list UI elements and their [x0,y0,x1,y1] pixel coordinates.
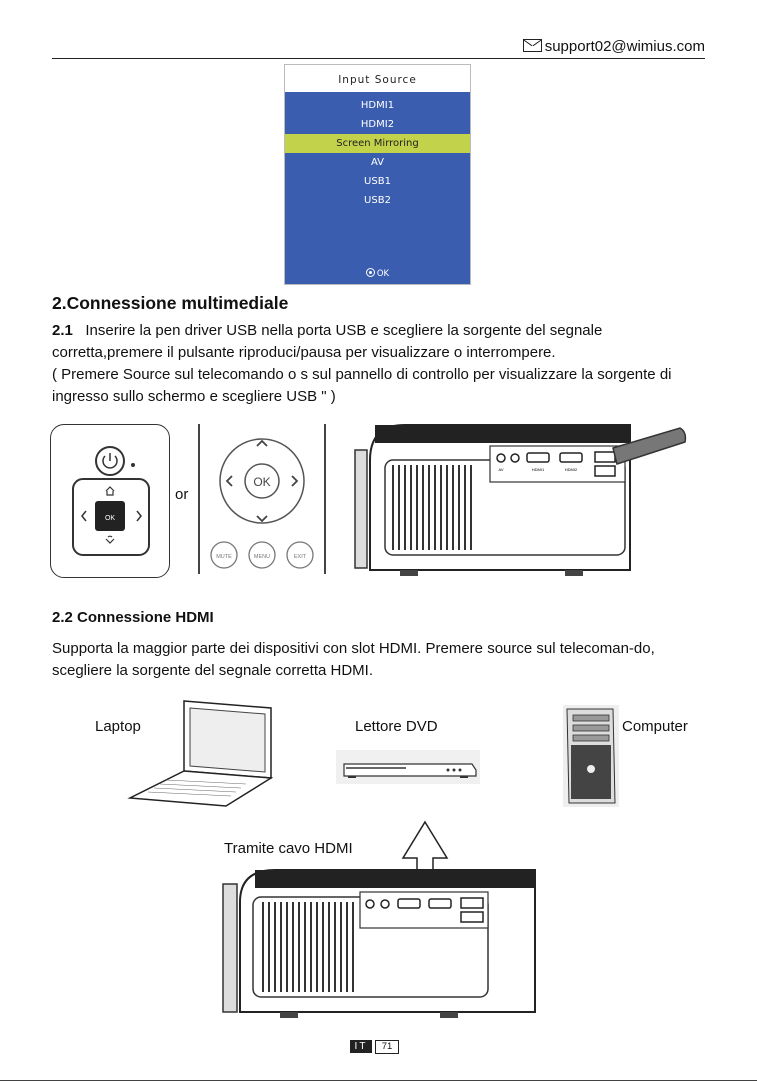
svg-text:MENU: MENU [254,554,270,560]
control-panel-illustration: OK [50,424,170,578]
source-item-usb2[interactable]: USB2 [364,195,391,206]
envelope-icon [522,39,542,52]
svg-text:EXIT: EXIT [294,554,307,560]
source-item-screen-mirroring[interactable]: Screen Mirroring [285,134,470,153]
svg-text:HDMI2: HDMI2 [565,467,578,472]
section-number: 2.1 [52,322,73,339]
page-marker: IT 71 [350,1040,399,1054]
remote-illustration: OK MUTE MENU EXIT [198,424,326,574]
source-item-usb1[interactable]: USB1 [364,176,391,187]
header-email: support02@wimius.com [0,38,705,55]
input-source-title: Input Source [285,65,470,92]
ok-circle-icon [365,268,375,277]
source-item-hdmi2[interactable]: HDMI2 [360,119,395,130]
page-number: 71 [375,1040,399,1054]
computer-tower-illustration [563,705,619,807]
laptop-illustration [126,698,276,810]
section-2-2-text: Supporta la maggior parte dei dispositiv… [52,640,655,679]
section-title: 2.Connessione multimediale [52,293,289,313]
language-badge: IT [350,1040,372,1053]
section-2-2-title: 2.2 Connessione HDMI [52,609,214,626]
projector-hdmi-illustration [215,862,545,1024]
svg-text:AV: AV [498,467,503,472]
svg-text:OK: OK [253,475,270,489]
ok-hint: OK [285,268,470,279]
input-source-menu: Input Source HDMI1 HDMI2 Screen Mirrorin… [284,64,471,285]
section-2-1-note: ( Premere Source sul telecomando o s sul… [52,366,672,405]
svg-text:MUTE: MUTE [216,554,232,560]
cable-label: Tramite cavo HDMI [224,840,353,857]
input-source-list: HDMI1 HDMI2 Screen Mirroring AV USB1 USB… [285,96,470,210]
dvd-label: Lettore DVD [355,718,438,735]
or-label: or [175,486,189,503]
svg-text:HDMI1: HDMI1 [532,467,545,472]
source-item-av[interactable]: AV [370,157,385,168]
section-2-1-text: 2.1 Inserire la pen driver USB nella por… [52,322,603,361]
laptop-label: Laptop [95,718,141,735]
header-divider [52,58,705,59]
svg-text:OK: OK [105,515,115,522]
dvd-player-illustration [336,750,480,784]
computer-label: Computer [622,718,688,735]
projector-usb-illustration: AV HDMI1 HDMI2 [345,420,707,580]
bottom-divider [0,1080,757,1081]
source-item-hdmi1[interactable]: HDMI1 [360,100,395,111]
